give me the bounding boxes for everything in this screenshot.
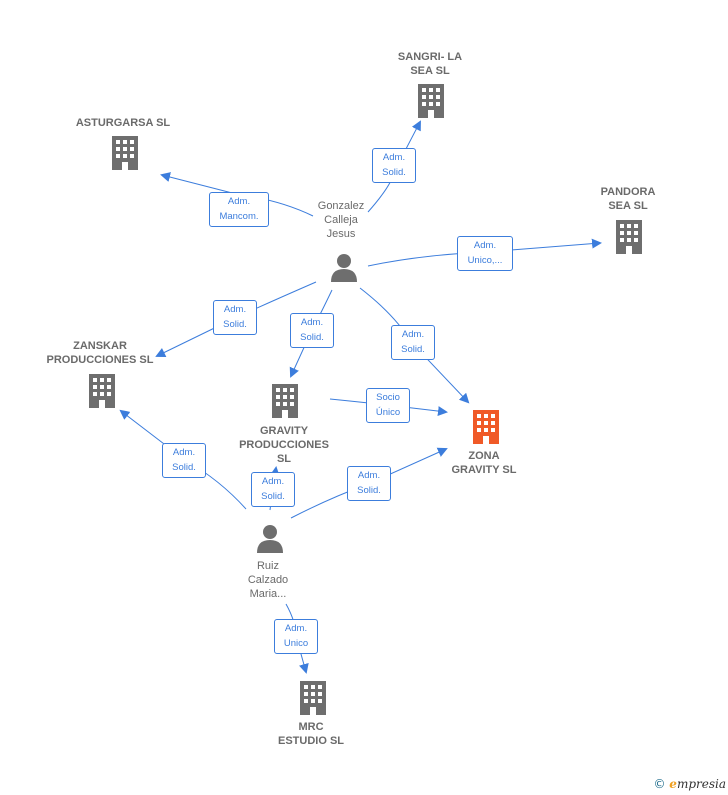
building-icon[interactable] [298, 681, 328, 715]
building-icon[interactable] [270, 384, 300, 418]
company-label-gravity-producciones[interactable]: GRAVITY PRODUCCIONES SL [239, 425, 329, 465]
company-label-asturgarsa[interactable]: ASTURGARSA SL [75, 117, 171, 129]
brand-footer[interactable]: © empresia [653, 777, 726, 791]
copyright-icon: © [653, 777, 666, 791]
edge-label-gonzalez-zona[interactable]: Adm. Solid. [391, 325, 435, 360]
person-label-gonzalez[interactable]: Gonzalez Calleja Jesus [317, 200, 365, 240]
edge-label-ruiz-zanskar[interactable]: Adm. Solid. [162, 443, 206, 478]
company-label-mrc[interactable]: MRC ESTUDIO SL [277, 721, 345, 747]
brand-name: mpresia [676, 777, 726, 791]
edge-label-gonzalez-asturgarsa[interactable]: Adm. Mancom. [209, 192, 269, 227]
building-icon[interactable] [416, 84, 446, 118]
building-icon[interactable] [471, 410, 501, 444]
building-icon[interactable] [614, 220, 644, 254]
edge-label-gravity-zona[interactable]: Socio Único [366, 388, 410, 423]
building-icon[interactable] [87, 374, 117, 408]
brand-initial: e [669, 777, 677, 791]
person-icon[interactable] [329, 252, 359, 282]
edge-label-gonzalez-pandora[interactable]: Adm. Unico,... [457, 236, 513, 271]
person-label-ruiz[interactable]: Ruiz Calzado Maria... [247, 560, 289, 600]
company-label-zanskar[interactable]: ZANSKAR PRODUCCIONES SL [46, 340, 154, 366]
edge-label-ruiz-mrc[interactable]: Adm. Unico [274, 619, 318, 654]
edge-label-gonzalez-gravity[interactable]: Adm. Solid. [290, 313, 334, 348]
edge-label-gonzalez-zanskar[interactable]: Adm. Solid. [213, 300, 257, 335]
company-label-sangri[interactable]: SANGRI- LA SEA SL [397, 51, 463, 77]
edge-label-ruiz-gravity[interactable]: Adm. Solid. [251, 472, 295, 507]
edge-label-ruiz-zona[interactable]: Adm. Solid. [347, 466, 391, 501]
edge-label-gonzalez-sangri[interactable]: Adm. Solid. [372, 148, 416, 183]
person-icon[interactable] [255, 523, 285, 553]
building-icon[interactable] [110, 136, 140, 170]
company-label-zona-gravity[interactable]: ZONA GRAVITY SL [451, 450, 517, 476]
company-label-pandora[interactable]: PANDORA SEA SL [600, 186, 656, 212]
